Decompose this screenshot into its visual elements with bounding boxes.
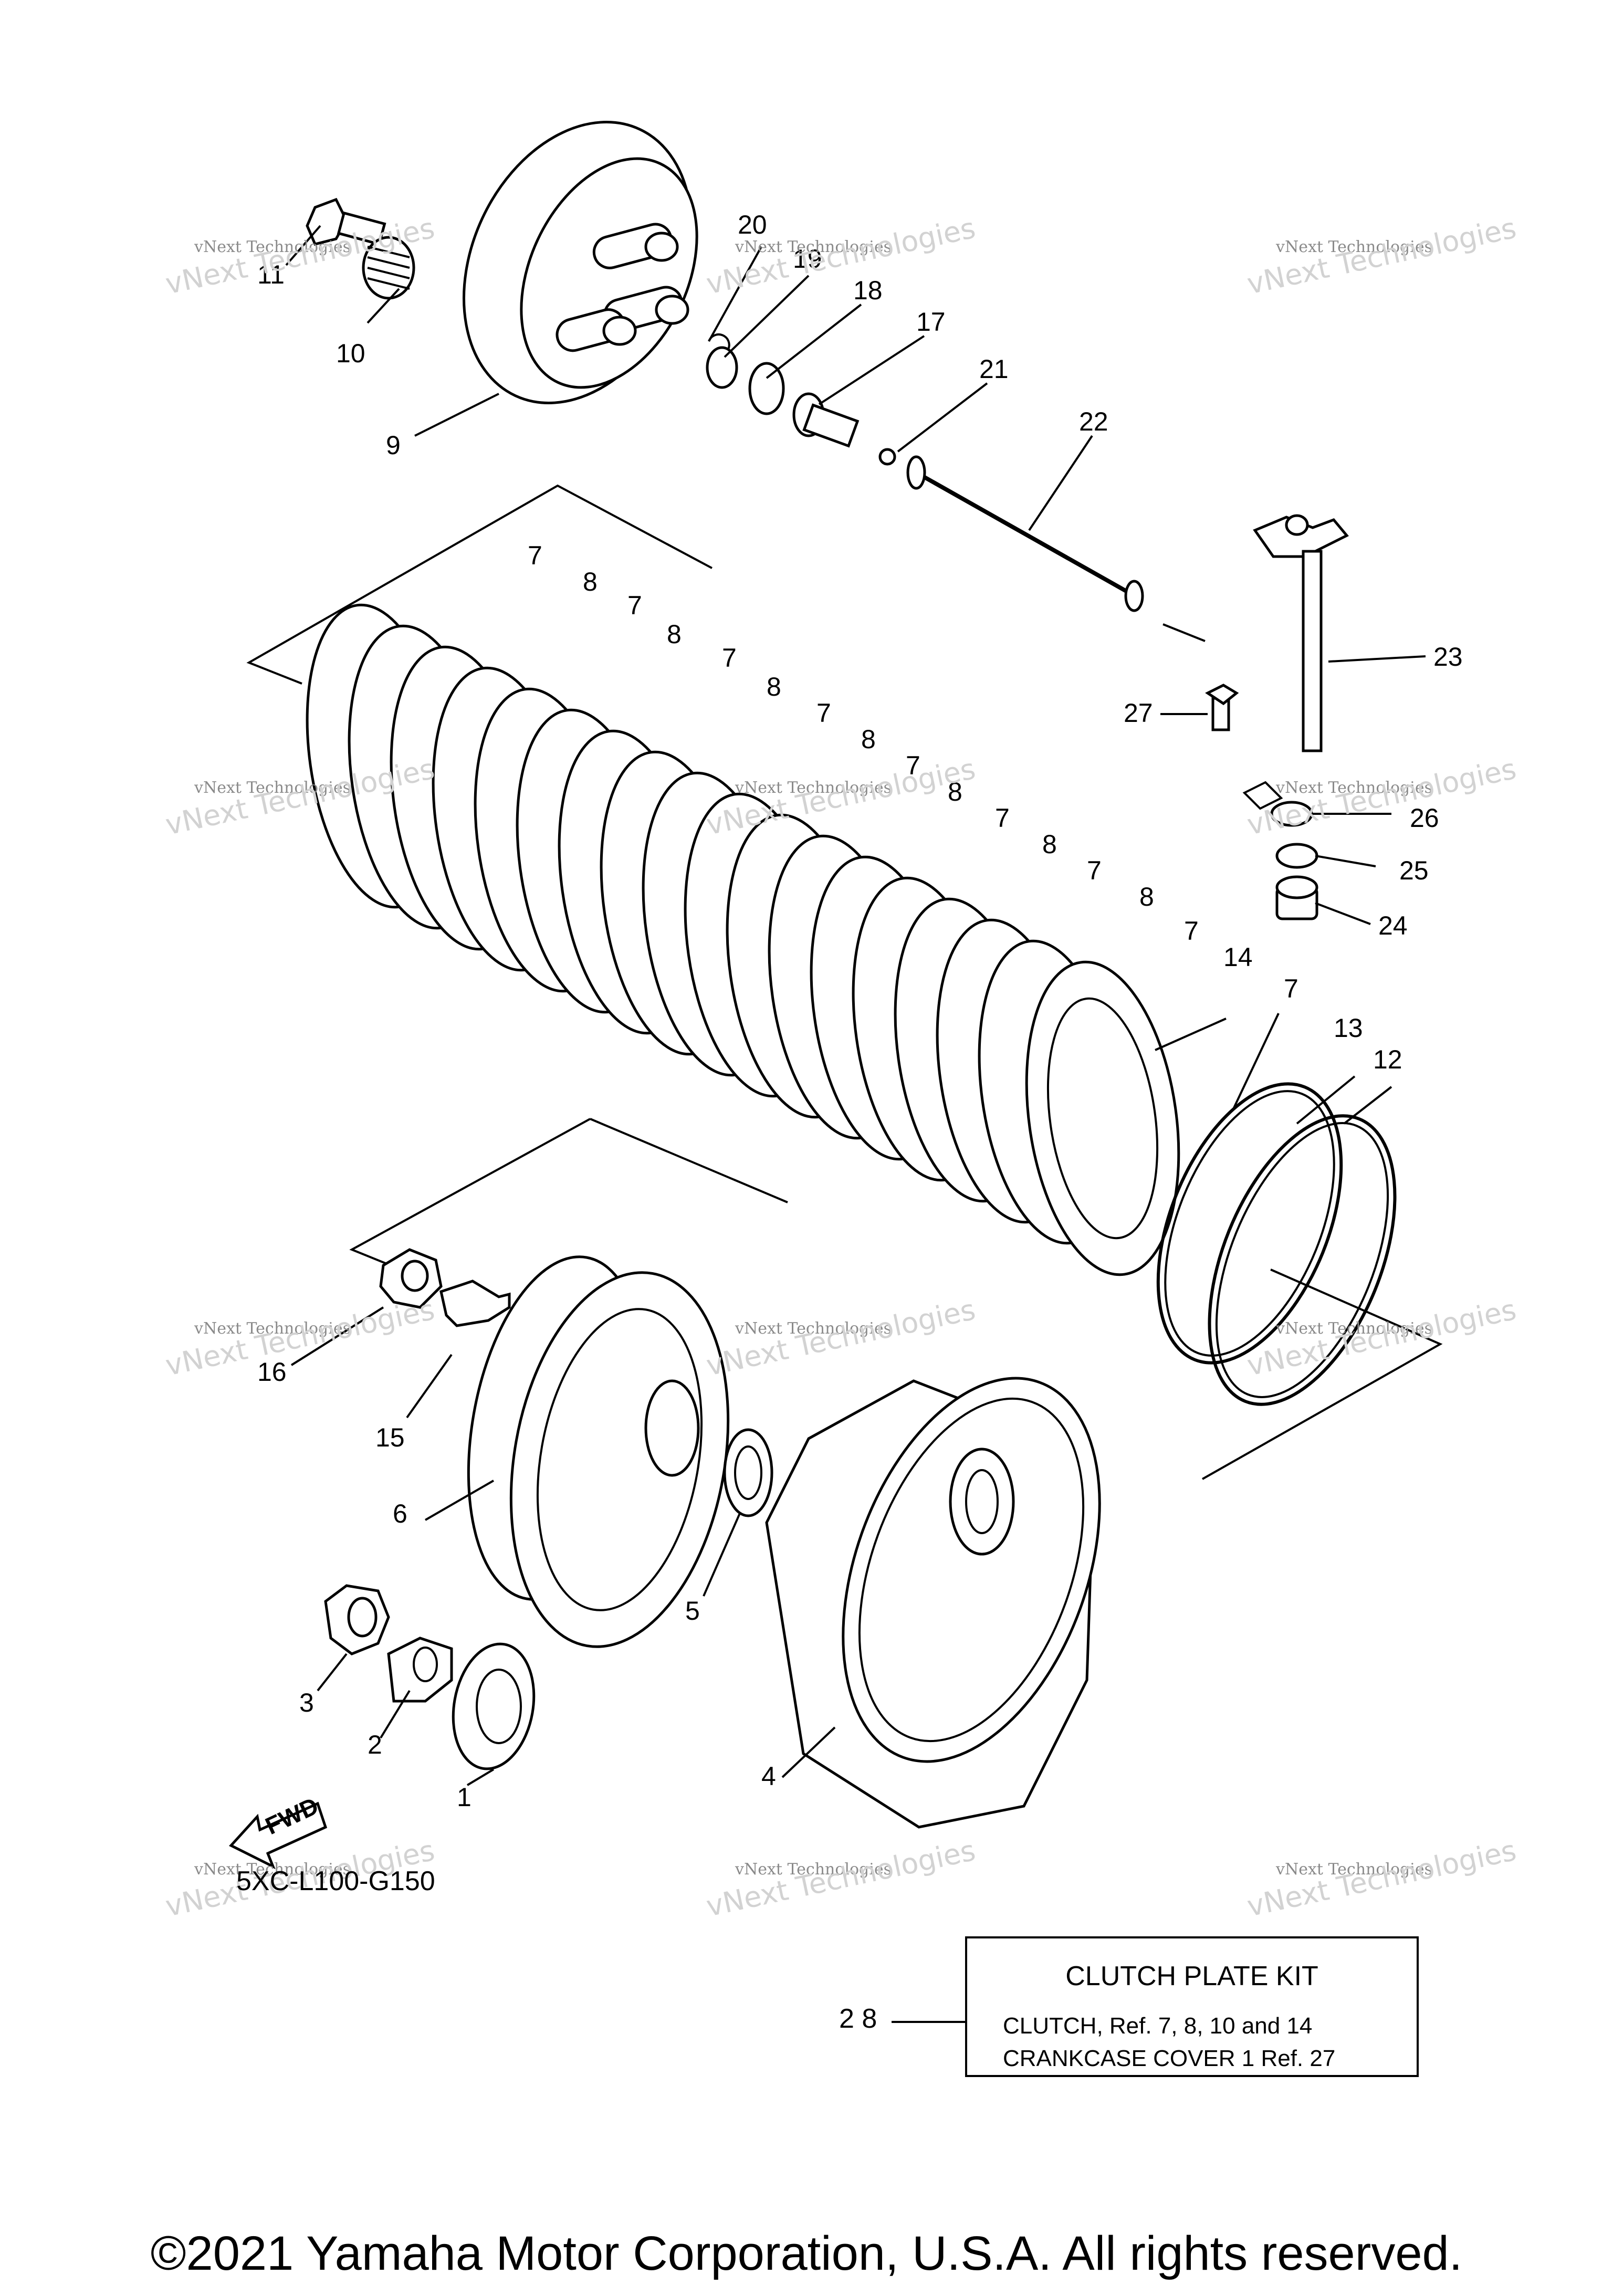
watermark: vNext Technologies	[735, 1860, 892, 1879]
callout-13: 13	[1334, 1013, 1363, 1043]
plate-group-outline	[246, 484, 1443, 1480]
callout-6: 6	[393, 1499, 407, 1528]
clutch-plate-kit-box: CLUTCH PLATE KIT CLUTCH, Ref. 7, 8, 10 a…	[965, 1936, 1419, 2077]
diagram-code: 5XC-L100-G150	[236, 1866, 435, 1896]
clutch-housing-4	[765, 1377, 1101, 1829]
callout-8d: 8	[861, 725, 876, 754]
push-rod-parts	[706, 333, 896, 466]
bearing-seal-parts	[1205, 684, 1318, 920]
callout-3: 3	[299, 1688, 314, 1717]
callout-12: 12	[1373, 1045, 1402, 1074]
lock-washer-5	[723, 1428, 773, 1517]
push-rod-22	[906, 455, 1144, 612]
callout-8g: 8	[1139, 882, 1154, 911]
callout-21: 21	[979, 354, 1009, 384]
callout-7d: 7	[816, 698, 831, 728]
watermark: vNext Technologies	[735, 1319, 892, 1338]
callout-24: 24	[1378, 911, 1408, 940]
callout-7c: 7	[722, 643, 737, 673]
callout-9: 9	[386, 431, 401, 460]
push-lever-23	[1253, 514, 1349, 752]
watermark: vNext Technologies	[194, 1860, 351, 1879]
callout-7a: 7	[528, 541, 542, 570]
callout-labels: 1 2 3 4 5 6 7 7 7 7 7 7 7 7 7 8 8 8 8 8 …	[257, 210, 1463, 1812]
callout-5: 5	[685, 1596, 700, 1626]
watermark: vNext Technologies	[194, 1319, 351, 1338]
callout-23: 23	[1433, 642, 1463, 672]
kit-title: CLUTCH PLATE KIT	[1065, 1961, 1318, 1991]
kit-ref-number: 2 8	[839, 2004, 877, 2034]
callout-1: 1	[457, 1783, 472, 1812]
watermark: vNext Technologies	[735, 779, 892, 797]
callout-16: 16	[257, 1357, 287, 1387]
callout-22: 22	[1079, 407, 1108, 436]
callout-2: 2	[368, 1730, 382, 1759]
callout-14: 14	[1223, 942, 1253, 972]
callout-27: 27	[1124, 698, 1153, 728]
copyright-notice: ©2021 Yamaha Motor Corporation, U.S.A. A…	[150, 2227, 1463, 2280]
watermark: vNext Technologies	[194, 238, 351, 256]
kit-line-crankcase: CRANKCASE COVER 1 Ref. 27	[1003, 2046, 1336, 2071]
nut-16	[379, 1248, 443, 1309]
watermark: vNext Technologies	[194, 779, 351, 797]
callout-7b: 7	[627, 591, 642, 620]
callout-8e: 8	[948, 777, 962, 806]
leader-lines	[285, 225, 1426, 1786]
callout-7g: 7	[1087, 856, 1102, 885]
watermark: vNext Technologies	[1275, 1860, 1432, 1879]
fwd-arrow-icon: FWD	[228, 1792, 328, 1870]
callout-8f: 8	[1042, 830, 1057, 859]
clutch-plate-stack	[306, 603, 1180, 1276]
callout-19: 19	[793, 244, 822, 274]
callout-7e: 7	[906, 751, 920, 780]
bolt-11	[306, 197, 386, 246]
watermark: vNext Technologies	[1275, 779, 1432, 797]
watermark: vNext Technologies	[1275, 1319, 1432, 1338]
kit-line-clutch: CLUTCH, Ref. 7, 8, 10 and 14	[1003, 2013, 1313, 2039]
callout-8b: 8	[667, 620, 682, 649]
watermark: vNext Technologies	[735, 238, 892, 256]
clutch-rings	[1156, 1082, 1397, 1406]
callout-20: 20	[738, 210, 767, 239]
callout-10: 10	[336, 339, 365, 368]
washer-15	[439, 1280, 511, 1327]
gear-1	[452, 1642, 536, 1770]
callout-26: 26	[1410, 803, 1439, 833]
callout-8a: 8	[583, 567, 598, 596]
callout-7i: 7	[1284, 974, 1298, 1003]
callout-7h: 7	[1184, 916, 1199, 946]
nut-3	[324, 1584, 390, 1655]
callout-4: 4	[761, 1762, 776, 1791]
callout-17: 17	[916, 307, 946, 337]
kit-leader-line	[892, 2021, 965, 2023]
clutch-boss-6	[467, 1255, 730, 1648]
callout-15: 15	[375, 1423, 405, 1452]
callout-7f: 7	[995, 803, 1010, 833]
spring-10	[362, 236, 415, 300]
callout-8c: 8	[767, 672, 781, 701]
callout-25: 25	[1399, 856, 1429, 885]
callout-11: 11	[257, 260, 285, 289]
callout-18: 18	[853, 276, 883, 305]
washer-2	[387, 1637, 453, 1703]
watermark: vNext Technologies	[1275, 238, 1432, 256]
pressure-plate	[463, 121, 698, 404]
